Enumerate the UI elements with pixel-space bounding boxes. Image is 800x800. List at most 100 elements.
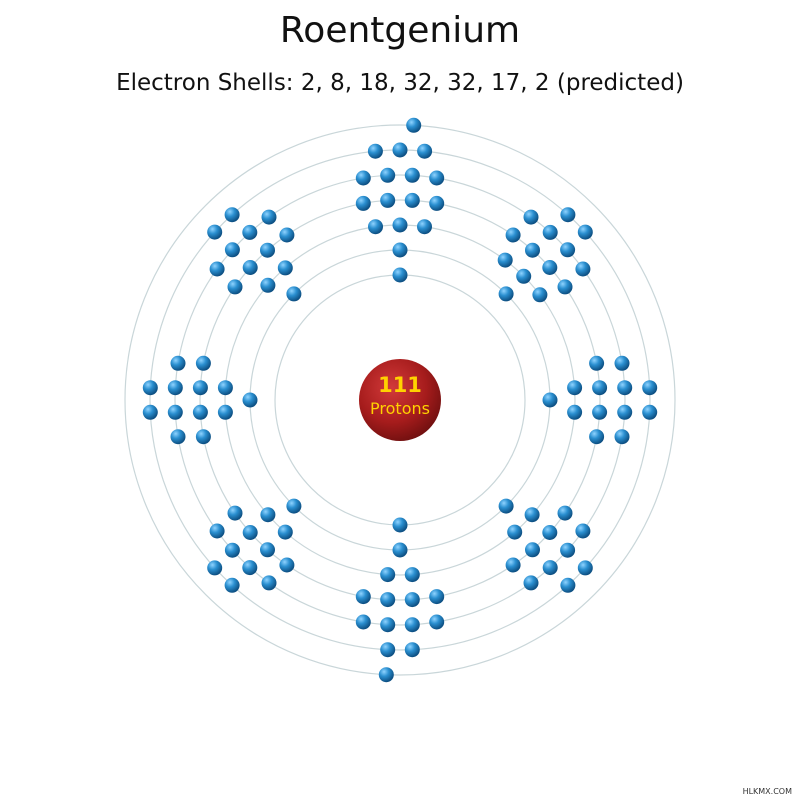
- electron-shell-3-17: [260, 277, 276, 293]
- electron-shell-4-9: [589, 355, 605, 371]
- electron-shell-4-6: [525, 242, 540, 258]
- nucleus: 111 Protons: [359, 359, 441, 441]
- electron-shell-6-2: [392, 142, 408, 158]
- electron-shell-4-3: [404, 192, 420, 208]
- electron-shell-4-21: [279, 557, 295, 573]
- electron-shell-4-31: [260, 242, 275, 258]
- electron-shell-5-1: [355, 170, 371, 186]
- electron-shell-6-11: [380, 642, 396, 658]
- electron-shell-4-29: [227, 279, 243, 295]
- electron-shell-5-8: [575, 261, 591, 277]
- electron-shell-2-6: [286, 498, 302, 514]
- electron-shell-5-16: [523, 575, 539, 591]
- electron-shell-4-23: [242, 525, 258, 540]
- electron-shell-3-1: [368, 219, 383, 235]
- electron-shell-3-10: [507, 524, 523, 540]
- electron-shell-1-1: [392, 267, 408, 283]
- electron-shell-5-9: [614, 355, 630, 371]
- electron-shell-3-18: [277, 260, 293, 276]
- electron-shell-6-17: [224, 207, 240, 223]
- electron-shell-4-14: [542, 525, 558, 540]
- electron-shell-5-27: [167, 380, 183, 396]
- electron-shell-4-25: [195, 429, 211, 445]
- electron-shell-5-6: [542, 224, 558, 240]
- orbit-ring-7: [124, 124, 676, 676]
- electron-shell-2-5: [392, 542, 408, 558]
- electron-shell-6-13: [207, 560, 223, 576]
- electron-shell-5-20: [355, 614, 371, 630]
- electron-shells-caption: Electron Shells: 2, 8, 18, 32, 32, 17, 2…: [116, 70, 684, 96]
- electron-shell-2-1: [392, 242, 408, 258]
- electron-shell-5-10: [617, 380, 633, 396]
- electron-shell-3-14: [260, 507, 276, 523]
- electron-shell-6-4: [560, 207, 576, 223]
- electrons: [142, 117, 658, 683]
- electron-shell-6-15: [142, 380, 158, 396]
- electron-shell-5-26: [167, 404, 183, 420]
- proton-count: 111: [378, 373, 422, 397]
- electron-shell-6-5: [577, 224, 593, 240]
- electron-shell-5-12: [614, 429, 630, 445]
- electron-shell-4-4: [429, 195, 445, 211]
- electron-shell-6-12: [224, 577, 240, 593]
- electron-shell-5-30: [224, 242, 240, 258]
- electron-shell-6-14: [142, 404, 158, 420]
- electron-shell-5-14: [560, 542, 576, 558]
- electron-shell-4-1: [355, 195, 371, 211]
- electron-shell-5-3: [404, 167, 420, 183]
- electron-shell-4-16: [505, 557, 521, 573]
- nucleus-sphere: [359, 359, 441, 441]
- electron-shell-3-6: [532, 287, 548, 303]
- electron-shell-4-2: [380, 192, 396, 208]
- electron-shell-5-31: [242, 224, 258, 240]
- electron-shell-6-3: [417, 143, 433, 159]
- electron-shell-5-7: [560, 242, 576, 258]
- electron-shell-4-5: [505, 227, 521, 243]
- electron-shell-2-2: [498, 286, 514, 302]
- electron-shell-5-28: [170, 355, 186, 371]
- electron-shell-3-15: [217, 404, 233, 420]
- electron-shell-5-18: [404, 617, 420, 633]
- electron-shell-4-32: [279, 227, 295, 243]
- electron-shell-7-2: [378, 667, 394, 683]
- electron-shell-5-21: [261, 575, 277, 591]
- electron-shell-5-2: [380, 167, 396, 183]
- electron-shell-4-11: [592, 404, 608, 420]
- orbit-ring-4: [199, 199, 601, 601]
- watermark: HLKMX.COM: [742, 787, 792, 796]
- electron-shell-3-11: [404, 567, 420, 583]
- electron-shell-3-4: [497, 252, 513, 268]
- electron-shell-5-13: [575, 523, 591, 539]
- electron-shell-5-11: [617, 404, 633, 420]
- electron-shell-4-17: [429, 589, 445, 605]
- electron-shell-2-4: [498, 498, 514, 514]
- electron-shell-3-9: [524, 507, 540, 523]
- element-title: Roentgenium: [279, 10, 521, 51]
- electron-shell-5-32: [261, 209, 277, 225]
- electron-shell-3-16: [217, 380, 233, 396]
- electron-shell-6-1: [367, 143, 383, 159]
- electron-shell-4-13: [557, 505, 573, 521]
- electron-shell-4-19: [380, 592, 396, 608]
- electron-shell-4-18: [404, 592, 420, 608]
- electron-shell-4-12: [589, 429, 605, 445]
- electron-shell-4-30: [242, 260, 258, 275]
- electron-shell-7-1: [406, 117, 422, 133]
- electron-shell-5-15: [542, 560, 558, 576]
- electron-shell-2-8: [286, 286, 302, 302]
- electron-shell-4-8: [557, 279, 573, 295]
- electron-shell-4-24: [227, 505, 243, 521]
- electron-shell-3-2: [392, 217, 408, 233]
- electron-shell-6-8: [577, 560, 593, 576]
- electron-shell-2-3: [542, 392, 558, 408]
- orbit-ring-5: [174, 174, 626, 626]
- electron-shell-4-28: [195, 355, 211, 371]
- electron-shell-5-24: [209, 523, 225, 539]
- electron-shell-5-22: [242, 560, 258, 576]
- electron-shell-3-7: [567, 380, 583, 396]
- electron-shell-4-7: [542, 260, 558, 275]
- electron-shell-6-6: [642, 380, 658, 396]
- electron-shell-4-27: [192, 380, 208, 396]
- electron-shell-6-16: [207, 224, 223, 240]
